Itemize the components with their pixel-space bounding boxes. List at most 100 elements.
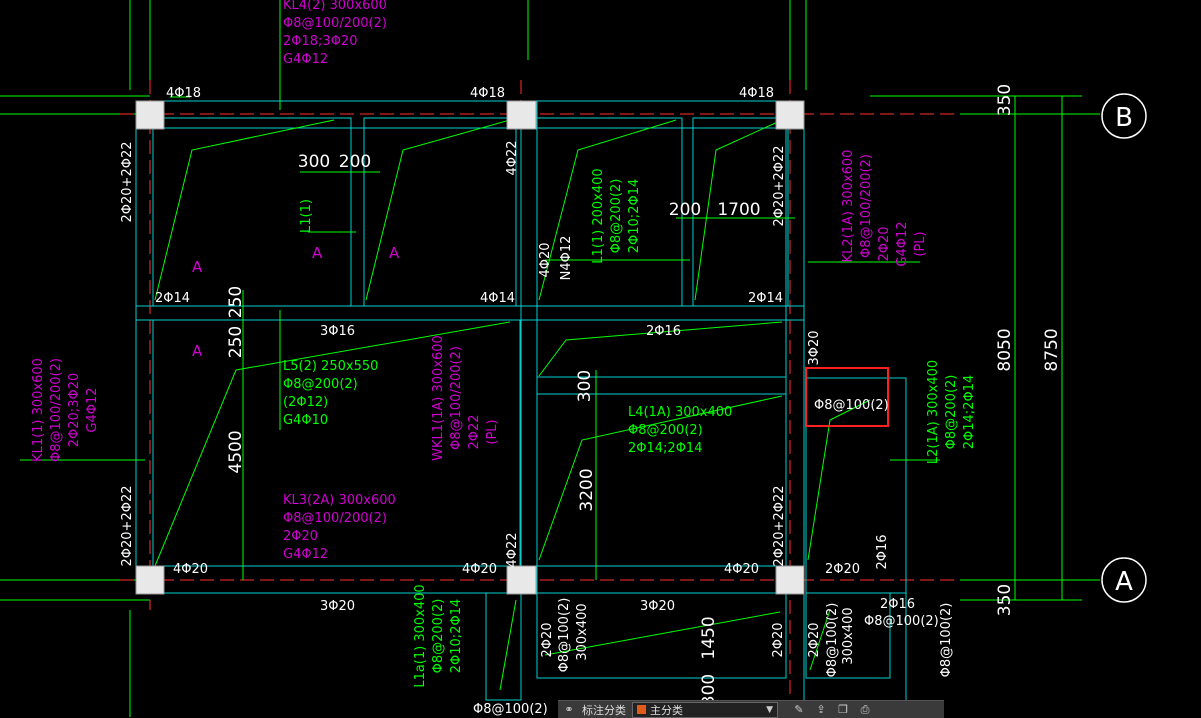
rebar-2d14-right: 2Φ14 — [748, 291, 783, 306]
dim-200a: 200 — [339, 152, 371, 172]
rebar-4d14: 4Φ14 — [480, 291, 515, 306]
l1a-line2: Φ8@200(2) — [609, 179, 624, 254]
kl2-line4: G4Φ12 — [895, 221, 910, 266]
axis-label-a: A — [1115, 567, 1133, 597]
link-icon[interactable]: ⚭ — [564, 703, 574, 716]
kl2-line1: KL2(1A) 300x600 — [841, 150, 856, 263]
rebar-bottom-d8: Φ8@100(2) — [473, 702, 548, 717]
axis-circle — [1101, 93, 1147, 139]
l1a-line1: L1(1) 200x400 — [591, 168, 606, 263]
rebar-2d16: 2Φ16 — [646, 324, 681, 339]
category-select-value: 主分类 — [650, 703, 683, 717]
wkl1-line3: 2Φ22 — [467, 414, 482, 449]
rebar-3d20-right: 3Φ20 — [640, 599, 675, 614]
l4-line2: Φ8@200(2) — [628, 423, 703, 438]
dim-4500: 4500 — [226, 430, 246, 473]
l4-line3: 2Φ14;2Φ14 — [628, 441, 702, 456]
chevron-down-icon: ▼ — [766, 704, 773, 715]
dim-300: 300 — [298, 152, 330, 172]
axis-bubble-B[interactable]: B — [1101, 93, 1147, 139]
l5-line1: L5(2) 250x550 — [283, 359, 378, 374]
kl1-line3: 2Φ20;3Φ20 — [67, 373, 82, 447]
wkl1-line4: (PL) — [485, 419, 500, 444]
highlighted-rebar-label[interactable]: Φ8@100(2) — [814, 398, 889, 413]
slab-lines — [20, 119, 940, 691]
l1b-line1: L1a(1) 300x400 — [413, 584, 428, 687]
rebar-2d20-b1: 2Φ20 — [540, 622, 555, 657]
kl1-line1: KL1(1) 300x600 — [31, 358, 46, 462]
rebar-2d16-right: 2Φ16 — [880, 597, 915, 612]
rebar-top-2: 4Φ18 — [470, 86, 505, 101]
print-icon[interactable]: ⎙ — [860, 702, 870, 716]
kl3-line4: G4Φ12 — [283, 547, 328, 562]
rebar-2d20-b2: 2Φ20 — [771, 622, 786, 657]
category-select[interactable]: 主分类 ▼ — [632, 701, 778, 718]
export-icon[interactable]: ⇪ — [816, 703, 826, 716]
kl3-line3: 2Φ20 — [283, 529, 318, 544]
slab-marker-a4: A — [192, 342, 203, 360]
rebar-2d16-vertical: 2Φ16 — [875, 534, 890, 569]
selection-box — [805, 367, 889, 427]
kl1-line4: G4Φ12 — [85, 387, 100, 432]
rebar-right-top: 2Φ20+2Φ22 — [772, 146, 787, 227]
kl2-line5: (PL) — [913, 231, 928, 256]
rebar-bottom-4d20c: 4Φ20 — [724, 562, 759, 577]
dim-1700: 1700 — [717, 200, 760, 220]
rebar-4d20-vertical: 4Φ20 — [538, 242, 553, 277]
rebar-3d16: 3Φ16 — [320, 324, 355, 339]
kl4-line4: G4Φ12 — [283, 52, 328, 67]
rebar-d8-b2: Φ8@100(2) — [825, 603, 840, 678]
toolbar-label: 标注分类 — [582, 703, 626, 717]
kl3-line1: KL3(2A) 300x600 — [283, 493, 396, 508]
axis-label-b: B — [1115, 103, 1133, 133]
l1b-line3: 2Φ10;2Φ14 — [449, 599, 464, 673]
rebar-300x400-b1: 300x400 — [575, 603, 590, 660]
kl2-line2: Φ8@100/200(2) — [859, 154, 874, 258]
rebar-3d20-left: 3Φ20 — [320, 599, 355, 614]
axis-bubble-A[interactable]: A — [1101, 557, 1147, 603]
color-swatch — [637, 705, 646, 714]
dim-8750: 8750 — [1042, 328, 1062, 371]
grid-lines — [0, 0, 1100, 717]
highlight-selection[interactable]: Φ8@100(2) — [805, 367, 889, 427]
rebar-top-1: 4Φ18 — [166, 86, 201, 101]
rebar-2d14-left: 2Φ14 — [155, 291, 190, 306]
edit-icon[interactable]: ✎ — [794, 703, 804, 716]
kl2-line3: 2Φ20 — [877, 226, 892, 261]
rebar-bottom-2d20: 2Φ20 — [825, 562, 860, 577]
axis-circle — [1101, 557, 1147, 603]
dim-300-bottom: 300 — [699, 674, 719, 706]
slab-marker-a1: A — [192, 258, 203, 276]
l5-line3: (2Φ12) — [283, 395, 328, 410]
l2-line3: 2Φ14;2Φ14 — [962, 375, 977, 449]
kl4-line1: KL4(2) 300x600 — [283, 0, 387, 13]
l4-line1: L4(1A) 300x400 — [628, 405, 732, 420]
beam-outlines — [135, 100, 907, 701]
l5-line4: G4Φ10 — [283, 413, 328, 428]
rebar-d8-b1: Φ8@100(2) — [557, 598, 572, 673]
columns — [135, 100, 805, 595]
dim-8050: 8050 — [995, 328, 1015, 371]
dim-350-bottom: 350 — [995, 584, 1015, 616]
wkl1-line1: WKL1(1A) 300x600 — [431, 335, 446, 461]
l2-line2: Φ8@200(2) — [944, 375, 959, 450]
l1-label: L1(1) — [299, 199, 314, 233]
rebar-right-bottom: 2Φ20+2Φ22 — [772, 486, 787, 567]
rebar-3d20-vertical: 3Φ20 — [807, 330, 822, 365]
rebar-bottom-4d20a: 4Φ20 — [173, 562, 208, 577]
annotation-toolbar: ⚭ 标注分类 主分类 ▼ ✎ ⇪ ❐ ⎙ — [558, 700, 944, 718]
rebar-mid-top: 4Φ22 — [505, 140, 520, 175]
kl4-line2: Φ8@100/200(2) — [283, 16, 387, 31]
kl4-line3: 2Φ18;3Φ20 — [283, 34, 357, 49]
dim-300-mid: 300 — [575, 370, 595, 402]
rebar-left-bottom: 2Φ20+2Φ22 — [120, 486, 135, 567]
copy-icon[interactable]: ❐ — [838, 703, 848, 716]
rebar-top-3: 4Φ18 — [739, 86, 774, 101]
slab-marker-a3: A — [389, 244, 400, 262]
dim-250b: 250 — [226, 326, 246, 358]
rebar-bottom-4d20b: 4Φ20 — [462, 562, 497, 577]
dim-3200: 3200 — [577, 468, 597, 511]
rebar-300x400-b2: 300x400 — [841, 607, 856, 664]
rebar-left-top: 2Φ20+2Φ22 — [120, 142, 135, 223]
